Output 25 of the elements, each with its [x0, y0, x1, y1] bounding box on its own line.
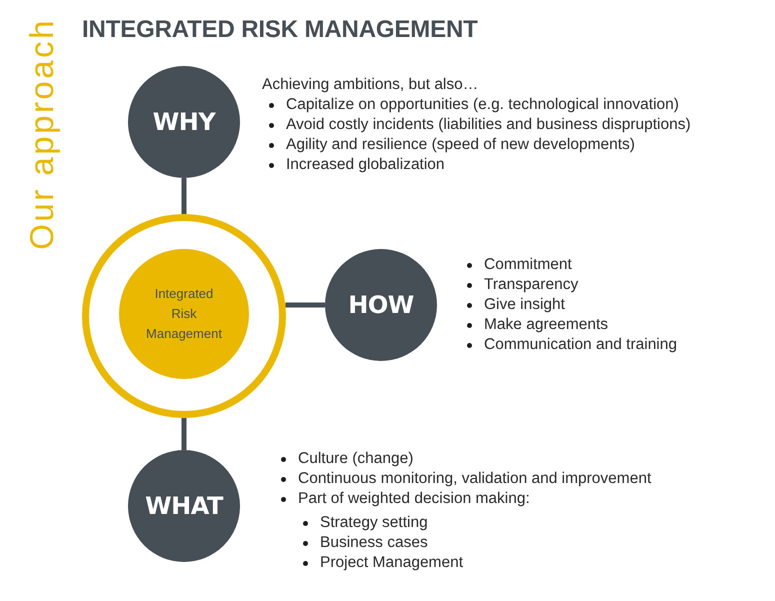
connector-line	[285, 302, 325, 308]
list-item-text: Increased globalization	[286, 156, 445, 174]
list-item-text: Part of weighted decision making:	[298, 490, 530, 508]
list-item-text: Communication and training	[484, 336, 677, 354]
list-item-text: Business cases	[320, 534, 428, 552]
list-item-text: Transparency	[484, 276, 578, 294]
list-item-text: Make agreements	[484, 316, 608, 334]
page-title: INTEGRATED RISK MANAGEMENT	[82, 15, 478, 45]
circle-title: WHY	[152, 108, 216, 136]
list-item-text: Capitalize on opportunities (e.g. technological innovation)	[286, 96, 679, 114]
circle-title: HOW	[348, 291, 414, 319]
list-item-text: Agility and resilience (speed of new developments)	[286, 136, 635, 154]
list-item-text: Give insight	[484, 296, 565, 314]
connector-line	[182, 178, 186, 214]
circle-label: Integrated Risk Management	[145, 285, 223, 343]
connector-line	[182, 418, 186, 450]
list-item-text: Avoid costly incidents (liabilities and business dispruptions)	[286, 116, 691, 134]
list-item-text: Project Management	[320, 554, 464, 572]
side-heading: Our approach	[24, 18, 60, 250]
list-item-text: Strategy setting	[320, 514, 428, 532]
list-item-text: Continuous monitoring, validation and improvement	[298, 470, 652, 488]
list-item-text: Culture (change)	[298, 450, 414, 468]
list-item-text: Commitment	[484, 256, 572, 274]
circle-title: WHAT	[145, 492, 223, 520]
intro-text: Achieving ambitions, but also…	[262, 76, 478, 94]
